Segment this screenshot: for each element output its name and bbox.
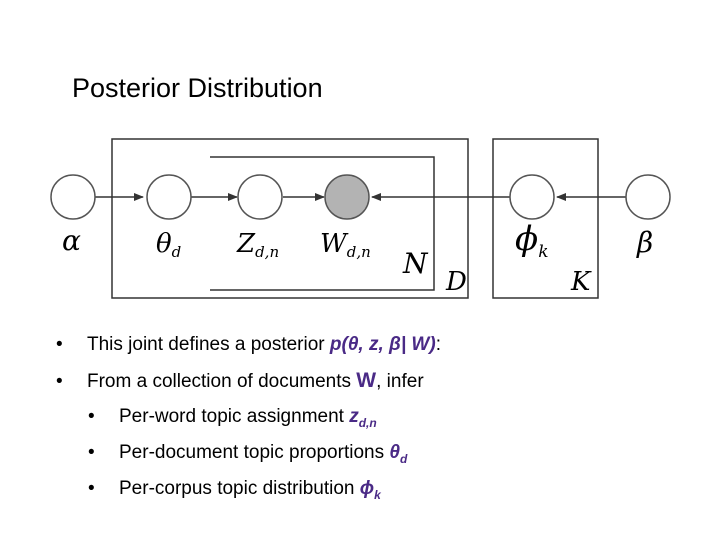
graphical-model-diagram: α θd Zd,n Wd,n ϕk β N D K: [50, 138, 671, 299]
node-z: [237, 174, 283, 220]
posterior-formula: p(θ, z, β| W): [329, 334, 436, 355]
plate-n: [210, 156, 435, 291]
bullet-dot: •: [88, 406, 95, 427]
bullet-text-after: , infer: [376, 371, 424, 392]
bullet-text: Per-word topic assignment: [119, 406, 350, 427]
label-w: Wd,n: [320, 229, 371, 261]
label-theta: θd: [156, 229, 181, 261]
bullet-dot: •: [88, 478, 95, 499]
plate-d: [111, 138, 469, 299]
bullet-list: • This joint defines a posterior p(θ, z, …: [56, 327, 441, 507]
bullet-dot: •: [56, 371, 63, 392]
sub-bullet-doc-topic: • Per-document topic proportions θd: [56, 435, 441, 471]
bullet-text: This joint defines a posterior: [87, 334, 330, 355]
bullet-text: Per-corpus topic distribution: [119, 478, 360, 499]
bullet-text: From a collection of documents: [87, 371, 357, 392]
bullet-text: Per-document topic proportions: [119, 442, 390, 463]
bullet-dot: •: [56, 334, 63, 355]
node-w-observed: [324, 174, 370, 220]
sub-bullet-corpus-topic: • Per-corpus topic distribution ϕk: [56, 471, 441, 507]
bullet-posterior: • This joint defines a posterior p(θ, z, …: [56, 327, 441, 363]
bullet-dot: •: [88, 442, 95, 463]
bullet-colon: :: [435, 334, 441, 355]
node-alpha: [50, 174, 96, 220]
bullet-collection: • From a collection of documents W, infer: [56, 363, 441, 399]
label-phi: ϕk: [515, 219, 549, 262]
plate-label-n: N: [402, 247, 429, 280]
plate-label-k: K: [570, 267, 592, 297]
label-alpha: α: [62, 224, 81, 257]
plate-k: [492, 138, 599, 299]
label-beta: β: [636, 226, 653, 259]
node-phi: [509, 174, 555, 220]
phi-symbol: ϕk: [359, 478, 381, 502]
z-symbol: zd,n: [349, 406, 377, 430]
node-beta: [625, 174, 671, 220]
documents-symbol: W: [356, 369, 377, 392]
node-theta: [146, 174, 192, 220]
plate-label-d: D: [445, 267, 467, 297]
sub-bullet-word-topic: • Per-word topic assignment zd,n: [56, 399, 441, 435]
slide-title: Posterior Distribution: [72, 73, 323, 103]
theta-symbol: θd: [389, 442, 408, 466]
label-z: Zd,n: [236, 229, 279, 261]
